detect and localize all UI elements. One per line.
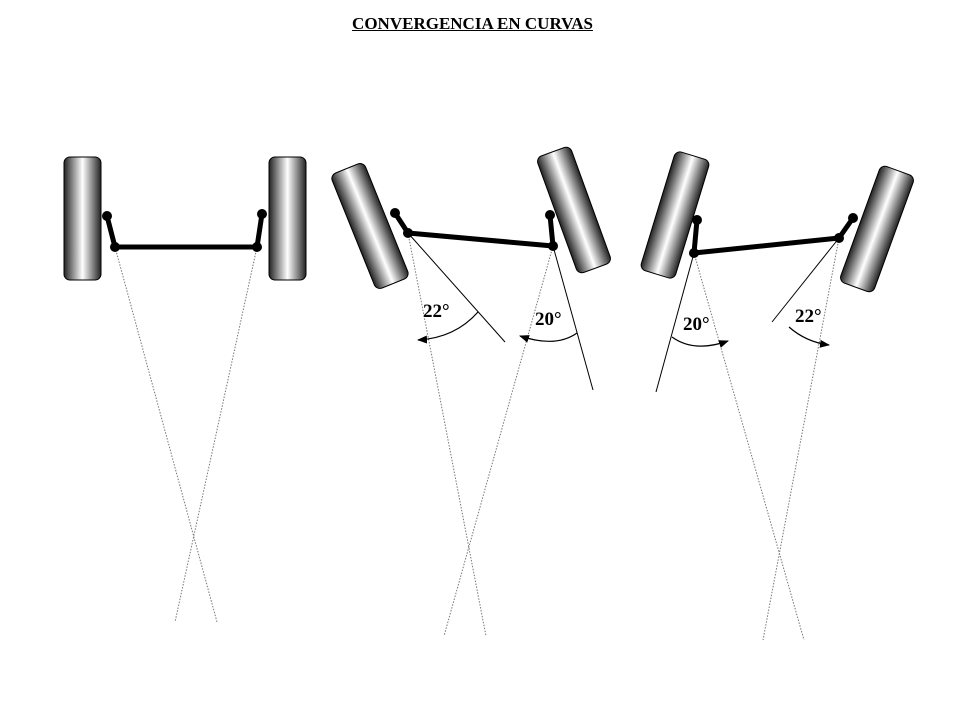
left-wheel	[640, 151, 710, 279]
right-wheel-axis	[552, 245, 594, 391]
steering-linkage	[392, 211, 556, 249]
angle-label-22: 22°	[423, 301, 450, 322]
right-guide-line	[443, 245, 554, 637]
joint	[692, 215, 702, 225]
left-guide-line	[114, 246, 218, 623]
right-wheel	[840, 165, 914, 293]
left-wheel-axis	[407, 232, 506, 343]
angle-label-22: 22°	[795, 306, 822, 327]
steering-linkage	[104, 213, 265, 250]
joint	[390, 208, 400, 218]
joint	[689, 248, 699, 258]
right-wheel-axis	[771, 237, 840, 323]
joint	[110, 242, 120, 252]
angle-arc	[788, 326, 830, 348]
joint	[257, 209, 267, 219]
left-wheel-axis	[655, 252, 695, 393]
angle-arc	[671, 336, 729, 348]
joint	[545, 210, 555, 220]
joint	[102, 211, 112, 221]
left-guide-line	[693, 252, 805, 641]
right-guide-line	[762, 237, 840, 641]
left-wheel	[63, 156, 102, 281]
angle-label-20: 20°	[535, 309, 562, 330]
joint	[848, 213, 858, 223]
right-wheel	[268, 156, 307, 281]
angle-arc	[519, 332, 578, 343]
right-guide-line	[174, 246, 258, 623]
joint	[403, 228, 413, 238]
angle-label-20: 20°	[683, 314, 710, 335]
left-wheel	[331, 163, 409, 289]
joint	[548, 241, 558, 251]
right-wheel	[537, 146, 611, 274]
angle-arc	[417, 311, 479, 344]
turn-right-assembly: 20° 22°	[640, 151, 914, 641]
left-guide-line	[407, 232, 487, 637]
joint	[252, 242, 262, 252]
steering-linkage	[691, 216, 856, 256]
joint	[834, 233, 844, 243]
straight-wheels-assembly	[63, 156, 307, 623]
diagram-title: CONVERGENCIA EN CURVAS	[352, 14, 593, 33]
turn-left-assembly: 22° 20°	[331, 146, 611, 637]
